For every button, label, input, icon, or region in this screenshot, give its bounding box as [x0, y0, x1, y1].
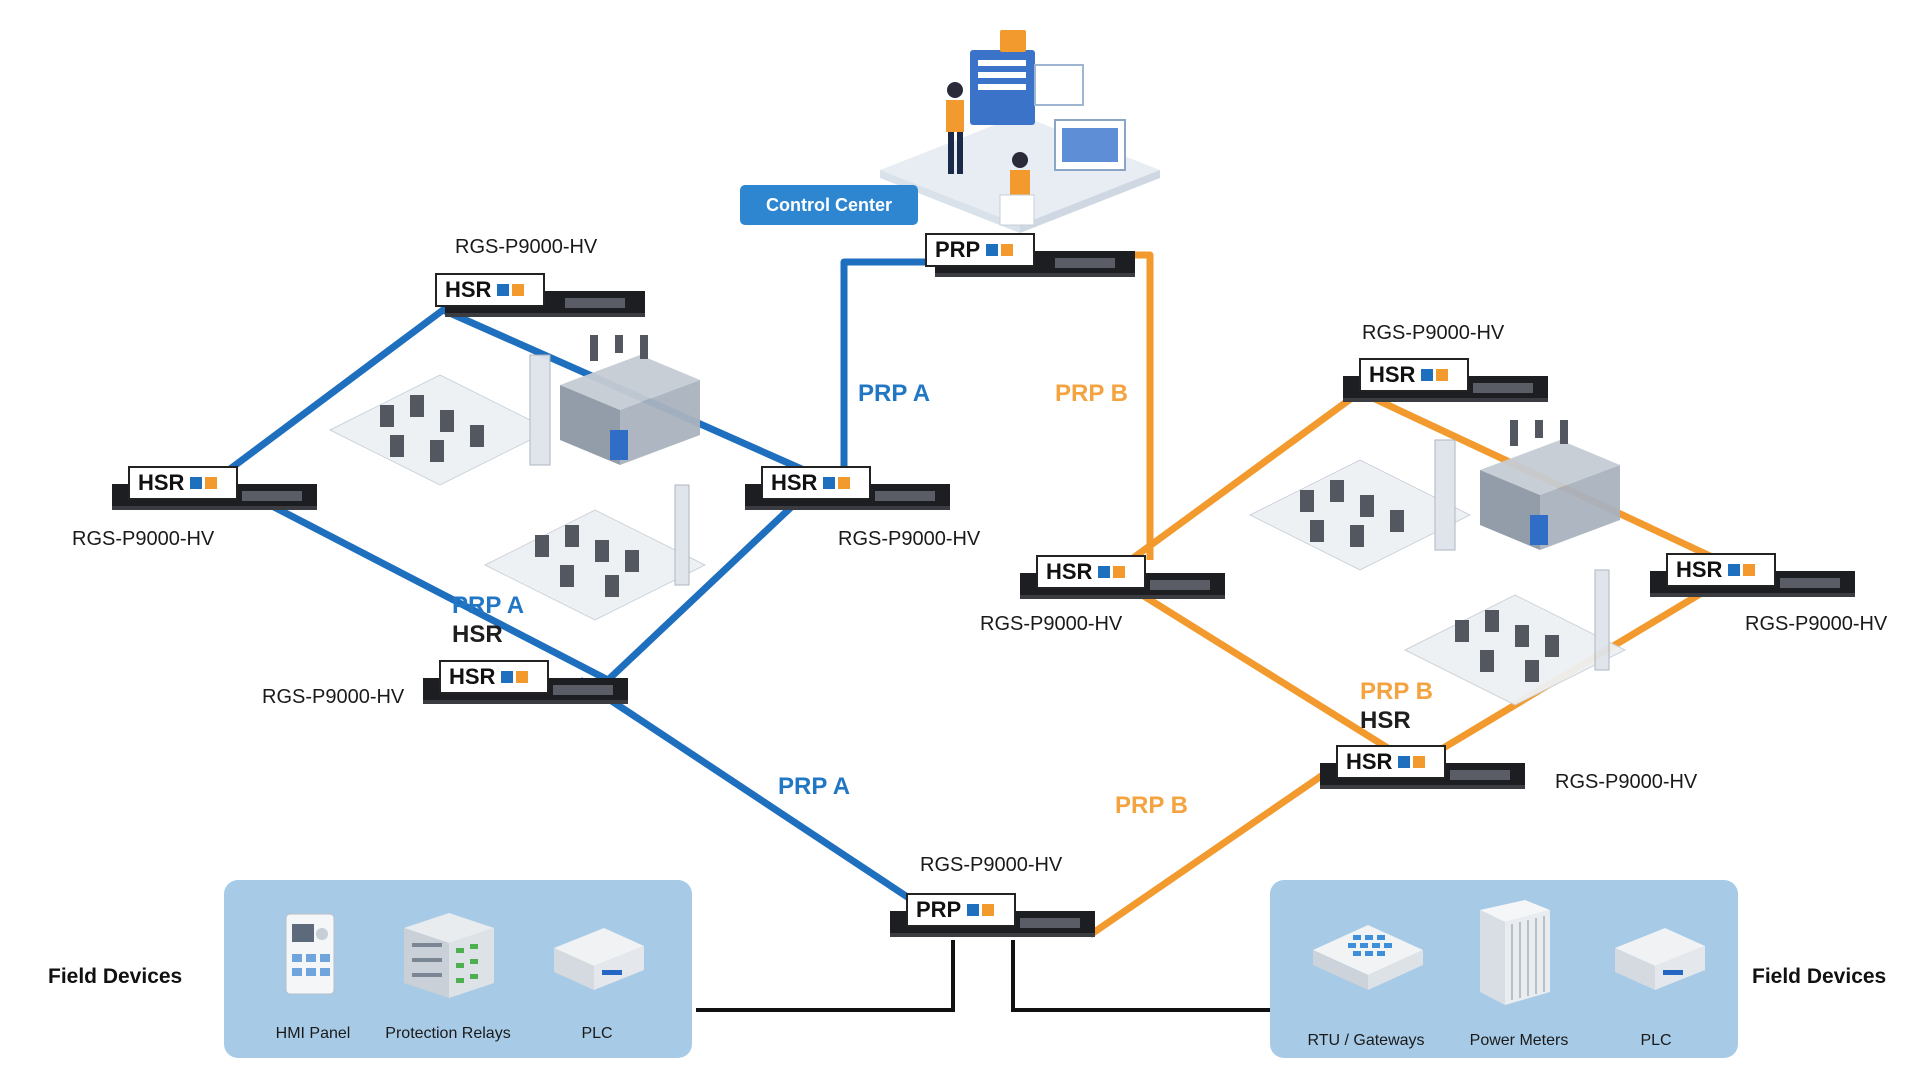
device-label-plc-right: PLC	[1640, 1032, 1672, 1049]
square-orange-icon	[1413, 756, 1426, 768]
device-label-protection-relays: Protection Relays	[385, 1025, 511, 1042]
prp-a-label-downlink: PRP A	[778, 773, 851, 800]
substation-right-illustration	[1248, 420, 1627, 706]
badge-hsr: HSR	[1666, 553, 1776, 587]
switch-left-west[interactable]: HSR	[112, 466, 322, 517]
badge-hsr: HSR	[128, 466, 238, 500]
model-label-left-top: RGS-P9000-HV	[455, 236, 598, 258]
model-label-left-south: RGS-P9000-HV	[262, 686, 405, 708]
badge-hsr: HSR	[435, 273, 545, 307]
square-orange-icon	[1001, 244, 1014, 256]
control-center-label: Control Center	[740, 185, 918, 225]
prp-a-label-ring: PRP A	[452, 592, 525, 619]
square-orange-icon	[512, 284, 525, 296]
hsr-label-left-ring: HSR	[452, 621, 503, 648]
badge-hsr: HSR	[1359, 358, 1469, 392]
badge-hsr: HSR	[761, 466, 871, 500]
square-blue-icon	[823, 477, 836, 489]
switch-right-south[interactable]: HSR	[1320, 745, 1530, 796]
square-blue-icon	[501, 671, 514, 683]
square-orange-icon	[838, 477, 851, 489]
prp-a-downlink	[578, 677, 932, 915]
switch-left-east[interactable]: HSR	[745, 466, 955, 517]
device-label-hmi-panel: HMI Panel	[275, 1025, 351, 1042]
square-orange-icon	[1113, 566, 1126, 578]
hsr-label-right-ring: HSR	[1360, 707, 1411, 734]
square-blue-icon	[497, 284, 510, 296]
square-blue-icon	[1421, 369, 1434, 381]
protection-relays-icon	[404, 913, 494, 998]
field-devices-panel-left: HMI Panel Protection Relays PLC	[224, 880, 692, 1058]
square-orange-icon	[205, 477, 218, 489]
switch-right-top[interactable]: HSR	[1343, 358, 1553, 409]
square-blue-icon	[967, 904, 980, 916]
field-devices-title-right: Field Devices	[1752, 965, 1887, 988]
badge-hsr: HSR	[1336, 745, 1446, 779]
model-label-bottom: RGS-P9000-HV	[920, 854, 1063, 876]
wire-right-field	[1011, 940, 1270, 1012]
prp-a-uplink	[840, 258, 940, 478]
prp-b-downlink	[1088, 767, 1332, 938]
square-orange-icon	[1743, 564, 1756, 576]
square-blue-icon	[1728, 564, 1741, 576]
device-label-rtu-gateways: RTU / Gateways	[1307, 1032, 1425, 1049]
model-label-right-west: RGS-P9000-HV	[980, 613, 1123, 635]
model-label-left-west: RGS-P9000-HV	[72, 528, 215, 550]
hmi-panel-icon	[285, 913, 335, 995]
model-label-right-top: RGS-P9000-HV	[1362, 322, 1505, 344]
model-label-right-south: RGS-P9000-HV	[1555, 771, 1698, 793]
square-orange-icon	[516, 671, 529, 683]
device-label-power-meters: Power Meters	[1469, 1032, 1569, 1049]
rtu-gateway-icon	[1313, 925, 1423, 990]
switch-bottom-prp[interactable]: PRP	[890, 893, 1100, 944]
field-devices-panel-right: RTU / Gateways Power Meters PLC	[1270, 880, 1738, 1058]
square-orange-icon	[1436, 369, 1449, 381]
prp-b-label-uplink: PRP B	[1055, 380, 1128, 407]
square-blue-icon	[1398, 756, 1411, 768]
switch-right-east[interactable]: HSR	[1650, 553, 1860, 604]
wire-left-field	[696, 940, 955, 1012]
badge-prp: PRP	[925, 233, 1035, 267]
model-label-right-east: RGS-P9000-HV	[1745, 613, 1888, 635]
prp-b-label-ring: PRP B	[1360, 678, 1433, 705]
model-label-left-east: RGS-P9000-HV	[838, 528, 981, 550]
device-label-plc-left: PLC	[581, 1025, 613, 1042]
power-meters-icon	[1480, 900, 1550, 1005]
plc-icon	[1615, 928, 1705, 990]
switch-cc-prp[interactable]: PRP	[925, 233, 1135, 284]
switch-left-top[interactable]: HSR	[435, 273, 645, 324]
square-blue-icon	[1098, 566, 1111, 578]
square-orange-icon	[982, 904, 995, 916]
square-blue-icon	[986, 244, 999, 256]
substation-left-illustration	[328, 335, 707, 621]
plc-icon	[554, 928, 644, 990]
square-blue-icon	[190, 477, 203, 489]
switch-left-south[interactable]: HSR	[423, 660, 633, 711]
prp-a-label-uplink: PRP A	[858, 380, 931, 407]
badge-prp: PRP	[906, 893, 1016, 927]
badge-hsr: HSR	[1036, 555, 1146, 589]
field-devices-title-left: Field Devices	[48, 965, 183, 988]
switch-right-west[interactable]: HSR	[1020, 555, 1230, 606]
badge-hsr: HSR	[439, 660, 549, 694]
prp-b-label-downlink: PRP B	[1115, 792, 1188, 819]
